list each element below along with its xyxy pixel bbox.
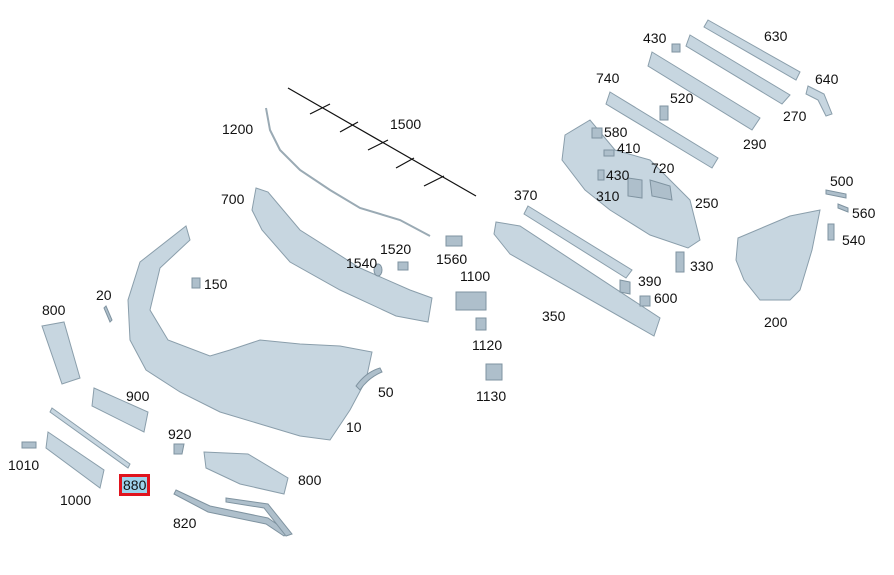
- callout-1000[interactable]: 1000: [60, 492, 92, 508]
- part-800-right-grille: [203, 451, 289, 495]
- callout-500[interactable]: 500: [830, 173, 854, 189]
- callout-310[interactable]: 310: [596, 188, 620, 204]
- callout-390[interactable]: 390: [638, 273, 662, 289]
- part-1500-sensor-lines: [287, 87, 477, 197]
- callout-330[interactable]: 330: [690, 258, 714, 274]
- callout-900[interactable]: 900: [126, 388, 150, 404]
- part-1540-ring: [373, 263, 383, 277]
- part-920-clip: [173, 443, 185, 455]
- part-350-absorber: [493, 221, 661, 337]
- part-740-bracket: [605, 91, 719, 169]
- callout-580[interactable]: 580: [604, 124, 628, 140]
- callout-520[interactable]: 520: [670, 90, 694, 106]
- part-1130-sensor: [485, 363, 503, 381]
- callout-290[interactable]: 290: [743, 136, 767, 152]
- callout-720[interactable]: 720: [651, 160, 675, 176]
- part-900-grille: [91, 387, 149, 433]
- callout-370[interactable]: 370: [514, 187, 538, 203]
- part-1520-clip: [397, 261, 409, 271]
- callout-250[interactable]: 250: [695, 195, 719, 211]
- part-50-trim: [355, 367, 383, 391]
- callout-10[interactable]: 10: [346, 419, 362, 435]
- part-10-bumper-cover: [127, 225, 373, 441]
- part-1010-screw: [21, 441, 37, 449]
- callout-560[interactable]: 560: [852, 205, 876, 221]
- callout-410[interactable]: 410: [617, 140, 641, 156]
- callout-270[interactable]: 270: [783, 108, 807, 124]
- callout-820[interactable]: 820: [173, 515, 197, 531]
- part-430b-clip: [597, 169, 605, 181]
- part-1120-clip: [475, 317, 487, 331]
- part-540-screw: [827, 223, 835, 241]
- callout-350[interactable]: 350: [542, 308, 566, 324]
- callout-630[interactable]: 630: [764, 28, 788, 44]
- part-1000-panel: [45, 431, 105, 489]
- part-150-clip: [191, 277, 201, 289]
- part-370-strip: [523, 205, 633, 279]
- part-290-rail: [647, 51, 761, 131]
- callout-920[interactable]: 920: [168, 426, 192, 442]
- callout-50[interactable]: 50: [378, 384, 394, 400]
- part-430-clip: [671, 43, 681, 53]
- callout-1200[interactable]: 1200: [222, 121, 254, 137]
- part-520-pin: [659, 105, 669, 121]
- part-20-trim: [103, 305, 113, 323]
- part-410-clip: [603, 149, 615, 157]
- part-270-rail: [685, 34, 791, 105]
- part-720-bracket: [649, 179, 673, 201]
- callout-640[interactable]: 640: [815, 71, 839, 87]
- part-820-trim: [173, 489, 289, 537]
- part-500-bracket: [825, 189, 847, 199]
- callout-1010[interactable]: 1010: [8, 457, 40, 473]
- callout-1120[interactable]: 1120: [472, 337, 503, 353]
- callout-880-highlighted[interactable]: 880: [119, 474, 151, 496]
- part-820-curve: [225, 497, 293, 537]
- callout-20[interactable]: 20: [96, 287, 112, 303]
- callout-1560[interactable]: 1560: [436, 251, 468, 267]
- part-640-bracket: [805, 85, 833, 117]
- part-1100-bracket: [455, 291, 487, 311]
- part-630-strip: [703, 19, 801, 81]
- callout-200[interactable]: 200: [764, 314, 788, 330]
- part-880-trim: [49, 407, 131, 469]
- part-1560-sensor: [445, 235, 463, 247]
- callout-430[interactable]: 430: [606, 167, 630, 183]
- callout-740[interactable]: 740: [596, 70, 620, 86]
- part-390-clip: [619, 279, 631, 295]
- callout-1520[interactable]: 1520: [380, 241, 412, 257]
- callout-1100[interactable]: 1100: [460, 268, 491, 284]
- callout-540[interactable]: 540: [842, 232, 866, 248]
- callout-1500[interactable]: 1500: [390, 116, 422, 132]
- part-330-clip: [675, 251, 685, 273]
- part-600-clip: [639, 295, 651, 307]
- callout-800[interactable]: 800: [298, 472, 322, 488]
- part-800-left-grille: [41, 321, 81, 385]
- part-700-absorber: [251, 187, 433, 323]
- part-310-bracket: [627, 177, 643, 199]
- callout-150[interactable]: 150: [204, 276, 228, 292]
- part-200-bracket: [735, 209, 821, 301]
- callout-800[interactable]: 800: [42, 302, 66, 318]
- part-580-clip: [591, 127, 603, 139]
- callout-700[interactable]: 700: [221, 191, 245, 207]
- part-1200-wire: [265, 107, 431, 237]
- callout-600[interactable]: 600: [654, 290, 678, 306]
- part-560-clip: [837, 203, 849, 213]
- callout-1540[interactable]: 1540: [346, 255, 378, 271]
- callout-430[interactable]: 430: [643, 30, 667, 46]
- callout-1130[interactable]: 1130: [476, 388, 507, 404]
